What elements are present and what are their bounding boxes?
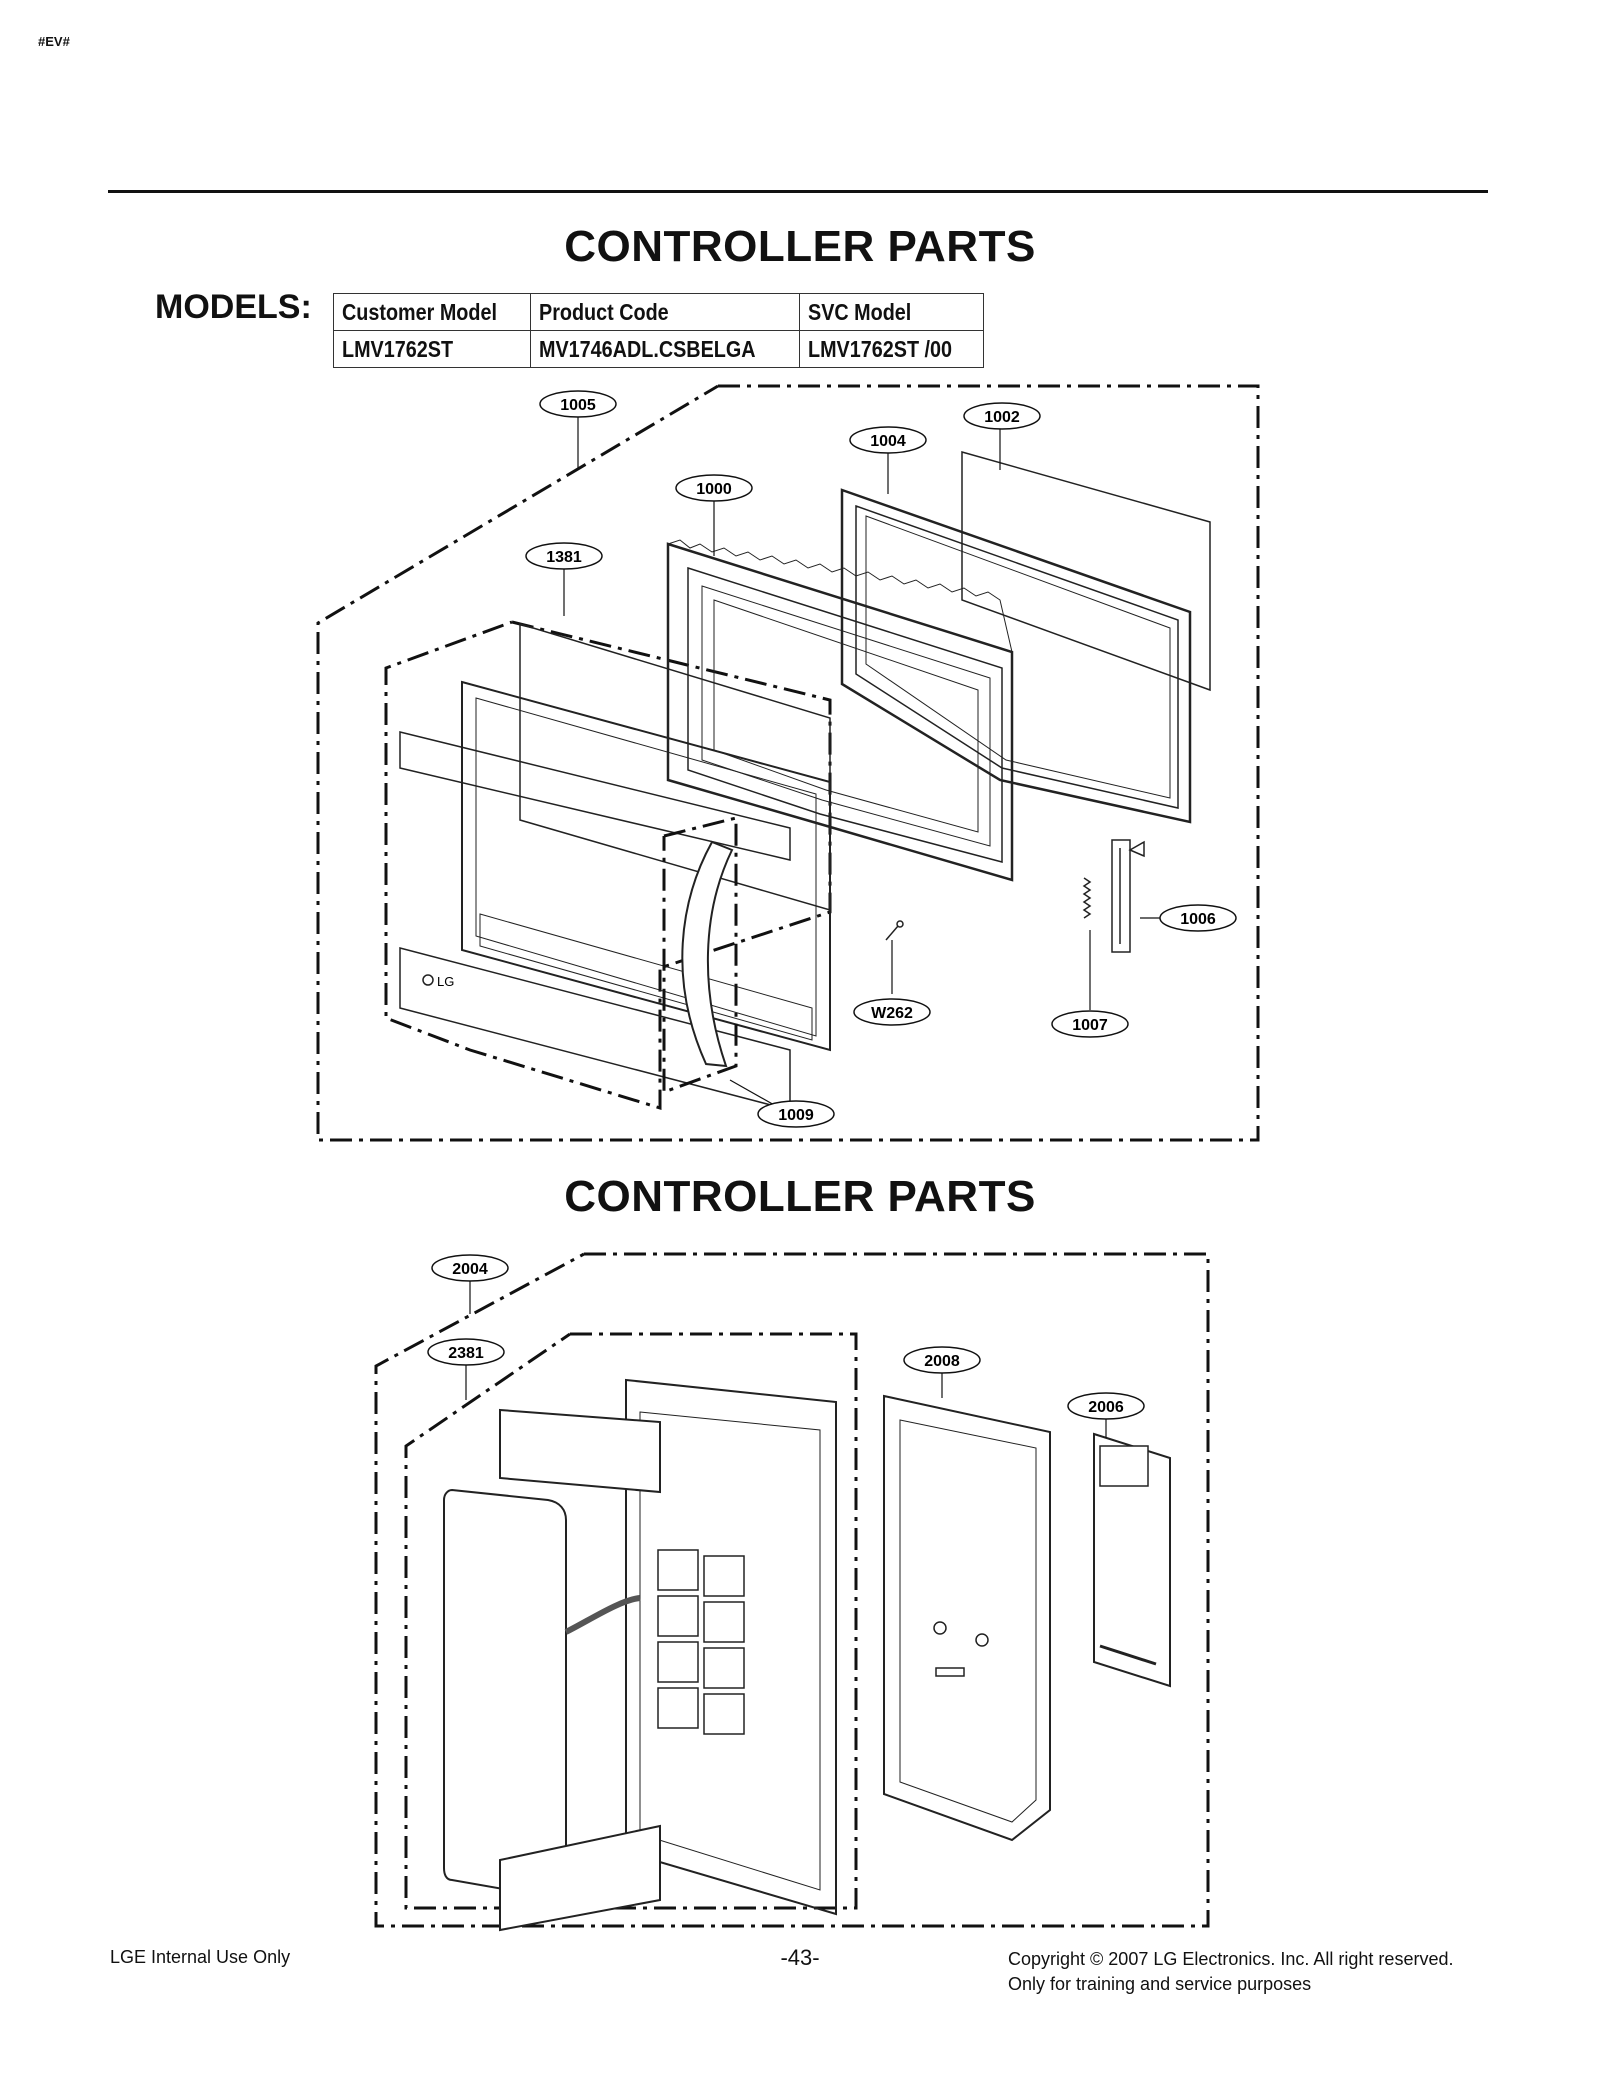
lg-logo-mark [422, 974, 434, 986]
part-2381-control-panel [443, 1378, 837, 1932]
svg-text:2006: 2006 [1088, 1399, 1124, 1416]
purpose-line: Only for training and service purposes [1008, 1974, 1312, 1994]
copyright-line: Copyright © 2007 LG Electronics. Inc. Al… [1008, 1949, 1454, 1969]
header-customer-model: Customer Model [332, 293, 532, 331]
callout-1002: 1002 [963, 402, 1041, 430]
callout-1000: 1000 [675, 474, 753, 502]
models-header-row: Customer Model Product Code SVC Model [332, 293, 985, 331]
lg-logo-text: LG [437, 974, 454, 989]
callout-1007: 1007 [1051, 1010, 1129, 1038]
inner-boundary-2381 [404, 1332, 858, 1910]
callout-w262: W262 [853, 998, 931, 1026]
svg-text:2004: 2004 [452, 1261, 488, 1278]
svc-model-value: LMV1762ST /00 [798, 330, 985, 368]
svg-text:1381: 1381 [546, 549, 582, 566]
svg-text:2381: 2381 [448, 1345, 484, 1362]
svg-text:1007: 1007 [1072, 1017, 1108, 1034]
part-1002-glass-sheet [961, 451, 1211, 692]
header-product-code: Product Code [530, 293, 800, 331]
callout-2004: 2004 [431, 1254, 509, 1282]
part-1004-inner-frame [840, 488, 1192, 824]
header-svc-model: SVC Model [798, 293, 985, 331]
svg-text:1002: 1002 [984, 409, 1020, 426]
header-rule [108, 190, 1488, 193]
footer-copyright: Copyright © 2007 LG Electronics. Inc. Al… [1008, 1947, 1453, 1997]
svg-text:1004: 1004 [870, 433, 906, 450]
section-title-1: CONTROLLER PARTS [564, 222, 1036, 271]
models-data-row: LMV1762ST MV1746ADL.CSBELGA LMV1762ST /0… [332, 330, 985, 368]
part-1381-front-panel [399, 622, 831, 1111]
handle-boundary [662, 816, 738, 1095]
part-1006-latch [1111, 839, 1145, 953]
svg-text:1005: 1005 [560, 397, 596, 414]
callout-2008: 2008 [903, 1346, 981, 1374]
outer-boundary-2004 [374, 1252, 1210, 1928]
callout-1005: 1005 [539, 390, 617, 418]
outer-boundary-1 [316, 384, 1260, 1142]
footer-page-number: -43- [780, 1945, 820, 1970]
svg-text:1006: 1006 [1180, 911, 1216, 928]
part-2006-pcb [1093, 1432, 1171, 1688]
part-1000-door-frame [666, 539, 1014, 882]
svg-text:2008: 2008 [924, 1353, 960, 1370]
footer-internal-use: LGE Internal Use Only [110, 1947, 291, 1967]
svg-text:W262: W262 [871, 1005, 913, 1022]
part-1007-spring [1082, 877, 1092, 919]
models-label: MODELS: [155, 288, 312, 326]
part-w262-screw [885, 920, 904, 941]
svg-text:1000: 1000 [696, 481, 732, 498]
callout-2381: 2381 [427, 1338, 505, 1366]
section-title-2: CONTROLLER PARTS [564, 1172, 1036, 1221]
customer-model-value: LMV1762ST [332, 330, 532, 368]
callout-1006: 1006 [1159, 904, 1237, 932]
callout-2006: 2006 [1067, 1392, 1145, 1420]
svg-text:1009: 1009 [778, 1107, 814, 1124]
models-table: Customer Model Product Code SVC Model LM… [332, 293, 985, 368]
part-1009-handle [681, 840, 734, 1068]
inner-boundary-1381 [384, 620, 832, 1111]
callout-1004: 1004 [849, 426, 927, 454]
callout-1381: 1381 [525, 542, 603, 570]
document-tag: #EV# [38, 34, 70, 49]
part-2008-bracket [883, 1394, 1051, 1842]
callout-1009: 1009 [757, 1100, 835, 1128]
